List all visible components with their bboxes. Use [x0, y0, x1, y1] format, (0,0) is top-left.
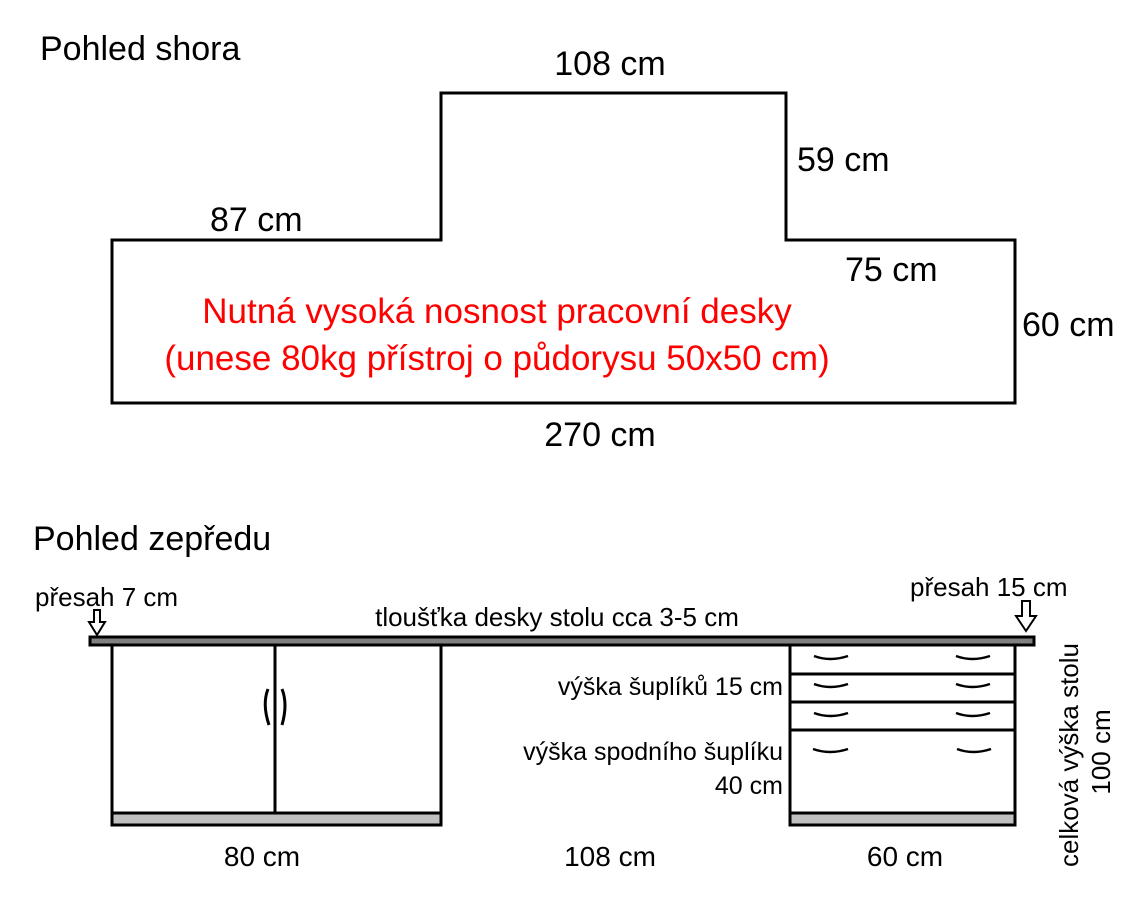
drawer-handle-icon — [813, 711, 849, 718]
total-height-label-2: 100 cm — [1086, 709, 1116, 794]
desk-outline-top — [110, 91, 1017, 405]
door-handle-icon — [280, 688, 287, 726]
door-handle-icon — [263, 688, 271, 726]
width-right: 60 cm — [867, 841, 943, 872]
drawer-handle-icon — [956, 747, 992, 754]
countertop — [88, 635, 1036, 647]
plinth — [110, 811, 443, 827]
bottom-drawer-label-1: výška spodního šuplíku — [523, 738, 783, 766]
right-cabinet-drawers — [788, 643, 1017, 827]
dim-top: 108 cm — [554, 45, 666, 83]
overhang-right: přesah 15 cm — [910, 572, 1068, 602]
overhang-left: přesah 7 cm — [35, 582, 178, 612]
arrow-down-icon — [87, 609, 107, 637]
drawer-handle-icon — [955, 654, 991, 661]
thickness-label: tloušťka desky stolu cca 3-5 cm — [375, 602, 739, 632]
front-view-title: Pohled zepředu — [33, 520, 271, 558]
dim-right-side: 60 cm — [1022, 306, 1115, 344]
width-left: 80 cm — [224, 841, 300, 872]
drawer-handle-icon — [955, 682, 991, 689]
drawer-handle-icon — [812, 747, 849, 754]
drawer-handle-icon — [955, 711, 991, 718]
bottom-drawer-label-2: 40 cm — [715, 772, 783, 800]
drawer-handle-icon — [813, 654, 849, 661]
total-height-label-1: celková výška stolu — [1054, 643, 1084, 867]
arrow-down-icon — [1014, 600, 1038, 633]
dim-left-top: 87 cm — [210, 201, 303, 239]
left-cabinet — [110, 643, 443, 827]
top-view-title: Pohled shora — [40, 30, 240, 68]
dim-right-top: 75 cm — [845, 251, 938, 289]
width-middle: 108 cm — [564, 841, 656, 872]
note-line-2: (unese 80kg přístroj o půdorysu 50x50 cm… — [164, 339, 829, 378]
drawer-handle-icon — [813, 682, 849, 689]
drawer-height-label: výška šuplíků 15 cm — [558, 673, 783, 701]
dim-step-right: 59 cm — [797, 141, 890, 179]
note-line-1: Nutná vysoká nosnost pracovní desky — [202, 292, 792, 331]
dim-bottom: 270 cm — [544, 416, 656, 454]
plinth — [788, 811, 1017, 827]
